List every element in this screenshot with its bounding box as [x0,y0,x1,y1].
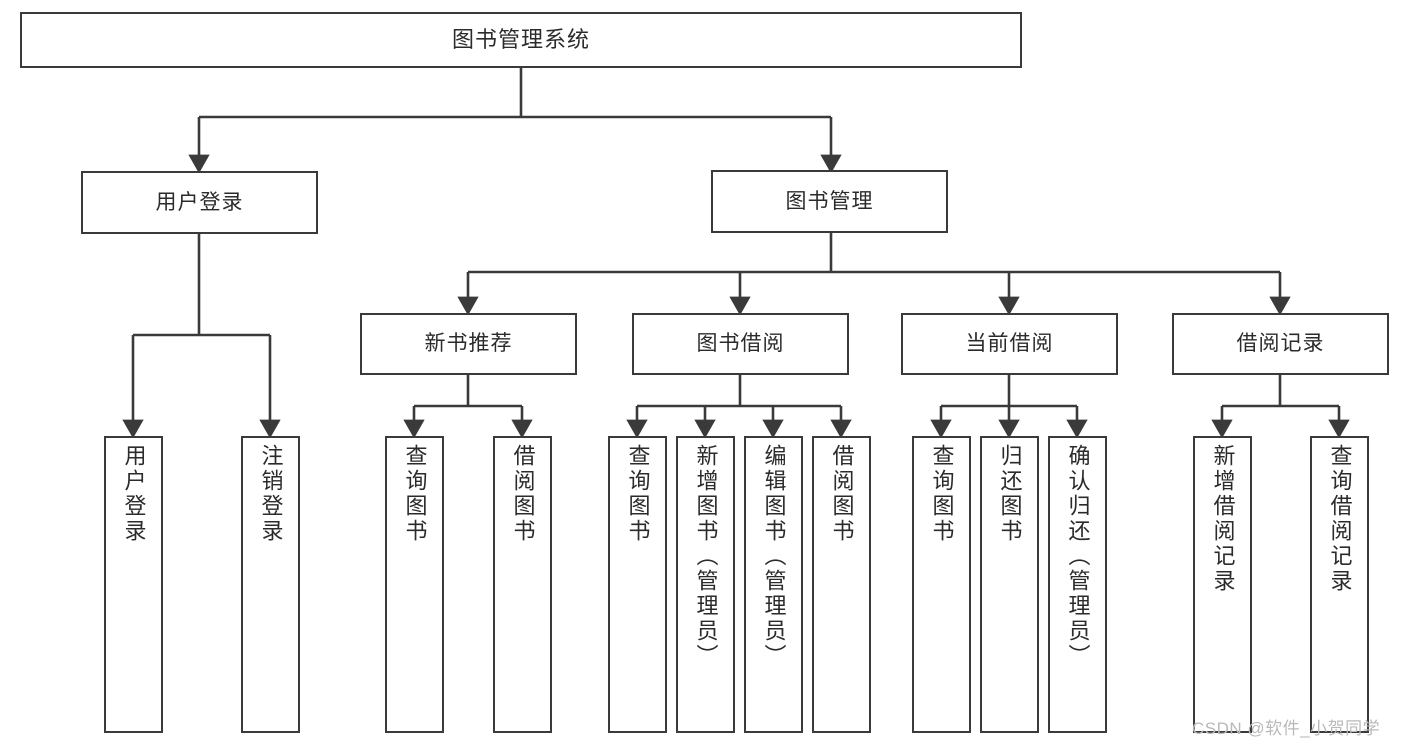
leaf-add-book-admin[interactable]: 新增图书（管理员） [676,436,735,733]
node-label: 新增图书（管理员） [693,444,719,669]
node-current-borrow[interactable]: 当前借阅 [901,313,1118,375]
node-label: 图书管理 [785,189,874,213]
leaf-query-borrow-record[interactable]: 查询借阅记录 [1310,436,1369,733]
node-label: 查询图书 [402,444,428,544]
node-label: 用户登录 [121,444,147,544]
node-label: 借阅图书 [510,444,536,544]
node-new-book-recommend[interactable]: 新书推荐 [360,313,577,375]
node-label: 查询图书 [625,444,651,544]
node-book-management[interactable]: 图书管理 [711,170,948,233]
leaf-user-login[interactable]: 用户登录 [104,436,163,733]
node-label: 查询图书 [929,444,955,544]
leaf-borrow-book[interactable]: 借阅图书 [812,436,871,733]
node-book-borrow[interactable]: 图书借阅 [632,313,849,375]
node-label: 借阅记录 [1236,332,1325,356]
node-label: 借阅图书 [829,444,855,544]
node-label: 当前借阅 [965,332,1054,356]
leaf-confirm-return-admin[interactable]: 确认归还（管理员） [1048,436,1107,733]
node-label: 编辑图书（管理员） [761,444,787,669]
node-label: 图书借阅 [696,332,785,356]
node-label: 确认归还（管理员） [1065,444,1091,669]
node-label: 查询借阅记录 [1327,444,1353,594]
node-root-system[interactable]: 图书管理系统 [20,12,1022,68]
leaf-query-book-current[interactable]: 查询图书 [912,436,971,733]
node-label: 归还图书 [997,444,1023,544]
leaf-edit-book-admin[interactable]: 编辑图书（管理员） [744,436,803,733]
leaf-query-book-recommend[interactable]: 查询图书 [385,436,444,733]
node-label: 新书推荐 [424,332,513,356]
node-user-login[interactable]: 用户登录 [81,171,318,234]
leaf-return-book[interactable]: 归还图书 [980,436,1039,733]
leaf-borrow-book-recommend[interactable]: 借阅图书 [493,436,552,733]
watermark-text: CSDN @软件_小贺同学 [1192,719,1381,738]
leaf-add-borrow-record[interactable]: 新增借阅记录 [1193,436,1252,733]
node-label: 新增借阅记录 [1210,444,1236,594]
node-label: 注销登录 [258,444,284,544]
node-borrow-record[interactable]: 借阅记录 [1172,313,1389,375]
node-label: 用户登录 [155,190,244,214]
leaf-query-book-borrow[interactable]: 查询图书 [608,436,667,733]
leaf-logout[interactable]: 注销登录 [241,436,300,733]
node-label: 图书管理系统 [451,26,590,52]
